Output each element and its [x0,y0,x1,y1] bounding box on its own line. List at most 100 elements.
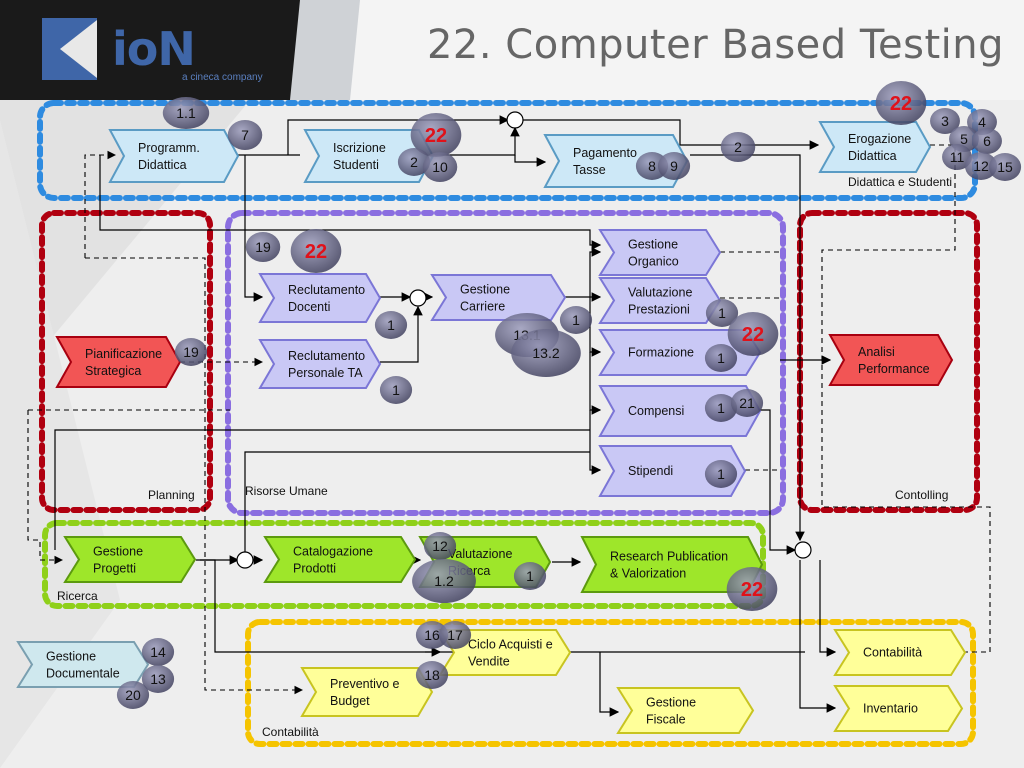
reference-badge: 2 [397,148,431,176]
node-label: Contabilità [863,646,922,660]
node-shape[interactable] [258,339,382,389]
reference-badge: 22 [727,312,779,356]
reference-badge: 1 [704,344,738,372]
node-shape[interactable] [63,536,197,583]
node-shape[interactable] [833,629,967,676]
reference-badge: 1.1 [162,97,210,129]
badge-label: 3 [941,113,949,129]
badge-label: 1.2 [434,573,454,589]
node-shape[interactable] [108,129,240,183]
badge-label: 21 [739,395,755,411]
badge-label: 15 [997,159,1013,175]
node-label: Vendite [468,655,510,669]
reference-badge: 1 [513,562,547,590]
reference-badge: 12 [423,532,457,560]
badge-label: 17 [447,627,463,643]
node-shape[interactable] [818,121,932,173]
badge-label: 12 [432,538,448,554]
badge-label: 1 [387,317,395,333]
badge-label: 18 [424,667,440,683]
node-shape[interactable] [430,274,567,321]
node-label: Prestazioni [628,303,690,317]
badge-label: 1 [718,305,726,321]
badge-label: 19 [183,344,199,360]
reference-badge: 13 [141,665,175,693]
process-node-inventario[interactable]: Inventario [833,685,964,732]
badge-label: 10 [432,159,448,175]
process-node-programm[interactable]: Programm.Didattica [108,129,240,183]
node-label: Reclutamento [288,283,365,297]
badge-label: 2 [410,154,418,170]
node-label: Docenti [288,300,330,314]
node-label: Tasse [573,163,606,177]
reference-badge: 20 [116,681,150,709]
group-label-controlling: Contolling [895,488,948,502]
badge-label: 1 [572,312,580,328]
badge-label: 9 [670,158,678,174]
node-shape[interactable] [300,667,434,717]
reference-badge: 17 [438,621,472,649]
node-shape[interactable] [598,229,722,276]
node-shape[interactable] [833,685,964,732]
node-shape[interactable] [616,687,755,734]
group-label-planning: Planning [148,488,195,502]
badge-label: 6 [983,133,991,149]
reference-badge: 6 [972,128,1002,154]
reference-badge: 3 [930,108,960,134]
node-label: Gestione [628,238,678,252]
badge-label: 22 [890,93,912,115]
node-label: Gestione [46,650,96,664]
node-shape[interactable] [598,445,747,497]
node-label: & Valorization [610,567,686,581]
node-shape[interactable] [828,334,954,386]
node-shape[interactable] [258,273,382,323]
reference-badge: 16 [415,621,449,649]
reference-badge: 9 [657,152,691,180]
reference-badge: 15 [988,153,1022,181]
reference-badge: 12 [964,152,998,180]
badge-label: 20 [125,687,141,703]
node-shape[interactable] [598,277,722,324]
node-label: Budget [330,694,370,708]
logo: ioN [112,22,196,76]
badge-label: 1.1 [176,105,196,121]
badge-label: 19 [255,239,271,255]
logo-mark [42,18,97,80]
node-label: Research Publication [610,550,728,564]
node-shape[interactable] [263,536,417,583]
process-node-stipendi[interactable]: Stipendi [598,445,747,497]
reference-badge: 1 [559,306,593,334]
merge-node [794,541,812,559]
node-label: Catalogazione [293,545,373,559]
process-node-research[interactable]: Research Publication & Valorization [580,536,764,593]
reference-badge: 22 [726,567,778,611]
node-shape[interactable] [55,336,182,388]
badge-label: 5 [960,131,968,147]
node-label: Organico [628,255,679,269]
node-label: Gestione [93,545,143,559]
badge-label: 16 [424,627,440,643]
reference-badge: 11 [942,144,972,170]
node-label: Compensi [628,404,684,418]
process-node-contab[interactable]: Contabilità [833,629,967,676]
node-shape[interactable] [438,629,572,676]
node-label: Gestione [646,696,696,710]
node-label: Didattica [848,149,897,163]
reference-badge: 10 [422,152,458,182]
node-label: Documentale [46,667,120,681]
